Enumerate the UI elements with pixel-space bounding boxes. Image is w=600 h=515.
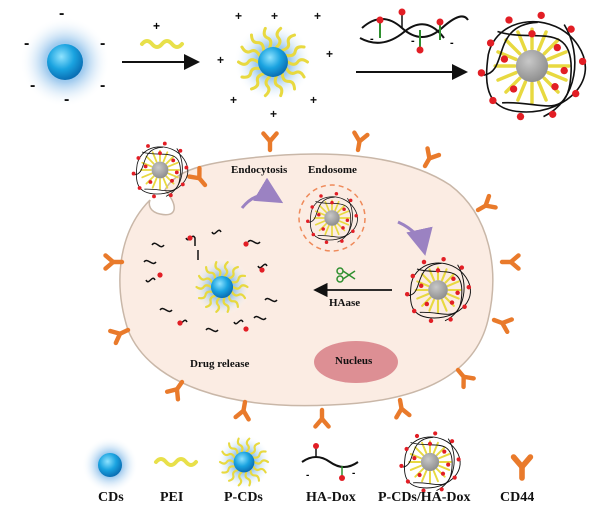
complex-outside-cell (131, 141, 189, 199)
charge-neg-2: - (24, 35, 29, 52)
svg-text:-: - (450, 37, 454, 49)
legend-label-pei: PEI (160, 490, 184, 505)
pcd-particle-top (233, 22, 313, 102)
svg-text:-: - (411, 35, 415, 47)
charge-pos-6: + (230, 93, 237, 107)
legend-cd44-icon (510, 454, 534, 481)
charge-neg-5: - (100, 77, 105, 94)
label-nucleus: Nucleus (335, 355, 373, 367)
charge-pos-7: + (310, 93, 317, 107)
charge-pos-1: + (271, 9, 278, 23)
cd-particle-top (20, 17, 110, 107)
pei-charge: + (153, 19, 160, 33)
legend-pei-icon (154, 457, 198, 467)
released-ha-dox-fragments (143, 229, 278, 333)
svg-text:-: - (306, 470, 309, 481)
cell-membrane (119, 153, 494, 407)
charge-neg-1: - (59, 5, 64, 22)
complex-particle-top (477, 11, 587, 121)
legend-ha-dox-icon: - - (301, 443, 359, 481)
charge-pos-8: + (270, 107, 277, 121)
positive-charge-markers: + + + + + + + + (217, 9, 333, 121)
charge-pos-3: + (314, 9, 321, 23)
pei-strand-top (140, 39, 184, 49)
legend-label-pcds-ha-dox: P-CDs/HA-Dox (378, 490, 471, 505)
legend-label-pcds: P-CDs (224, 490, 263, 505)
label-haase: HAase (329, 297, 361, 309)
charge-pos-4: + (217, 53, 224, 67)
label-drug-release: Drug release (190, 358, 250, 370)
released-pcd (193, 258, 251, 316)
complex-in-endosome (306, 192, 358, 244)
charge-neg-3: - (100, 35, 105, 52)
svg-text:-: - (352, 468, 355, 479)
legend-label-cd44: CD44 (500, 490, 535, 505)
endosome-ring (298, 184, 366, 252)
legend-cd-icon (82, 437, 138, 493)
nucleus (314, 341, 398, 383)
complex-inside-cell (404, 256, 472, 324)
charge-neg-4: - (30, 77, 35, 94)
label-endosome: Endosome (308, 164, 357, 176)
charge-neg-6: - (64, 91, 69, 108)
endosome-to-complex-arrow (397, 220, 433, 256)
svg-text:-: - (370, 33, 374, 45)
endocytosis-arrow (240, 177, 284, 209)
cd44-receptors (103, 130, 521, 429)
legend-label-ha-dox: HA-Dox (306, 490, 356, 505)
legend-complex-icon (399, 431, 461, 493)
charge-pos-5: + (326, 47, 333, 61)
ha-dox-top: - - - (359, 8, 469, 54)
charge-pos-2: + (235, 9, 242, 23)
label-endocytosis: Endocytosis (231, 164, 288, 176)
legend-pcd-icon (216, 434, 272, 490)
legend-label-cds: CDs (98, 490, 124, 505)
negative-charge-markers: - - - - - - (24, 5, 105, 108)
scissors-icon (336, 267, 356, 283)
